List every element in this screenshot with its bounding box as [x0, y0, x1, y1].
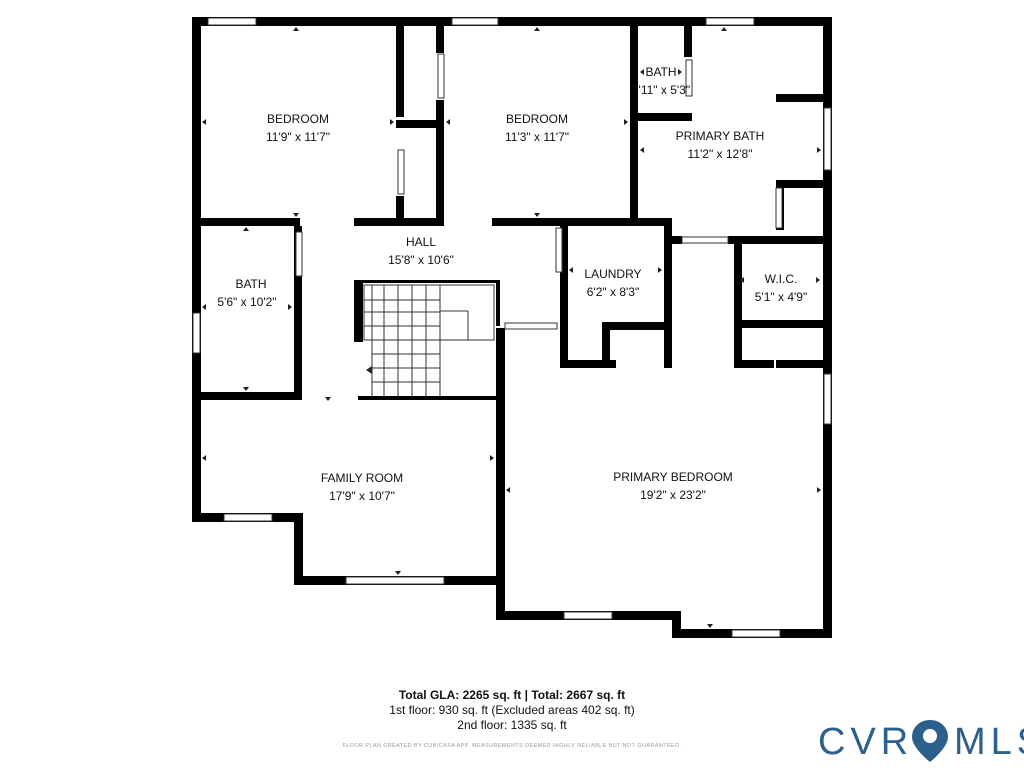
- logo-text-left: CVR: [818, 721, 913, 763]
- room-name: FAMILY ROOM: [321, 471, 403, 485]
- room-primary-bath: PRIMARY BATH 11'2" x 12'8": [676, 129, 765, 161]
- total-area: Total GLA: 2265 sq. ft | Total: 2667 sq.…: [398, 688, 626, 702]
- room-family-room: FAMILY ROOM 17'9" x 10'7": [321, 471, 403, 503]
- room-dims: 5'6" x 10'2": [217, 295, 276, 309]
- room-bath-small: BATH 7'11" x 5'3": [632, 65, 690, 97]
- room-bedroom-1: BEDROOM 11'9" x 11'7": [266, 112, 330, 144]
- room-dims: 17'9" x 10'7": [329, 489, 395, 503]
- room-dims: 7'11" x 5'3": [632, 83, 690, 97]
- room-name: HALL: [406, 235, 436, 249]
- room-name: BATH: [235, 277, 266, 291]
- room-dims: 15'8" x 10'6": [388, 253, 454, 267]
- room-dims: 5'1" x 4'9": [755, 290, 807, 304]
- room-dims: 6'2" x 8'3": [587, 285, 639, 299]
- area-summary: Total GLA: 2265 sq. ft | Total: 2667 sq.…: [0, 688, 1024, 733]
- cvrmls-logo: CVR MLS: [818, 714, 1024, 764]
- room-hall: HALL 15'8" x 10'6": [388, 235, 454, 267]
- room-name: LAUNDRY: [584, 267, 641, 281]
- room-name: PRIMARY BEDROOM: [613, 470, 733, 484]
- room-laundry: LAUNDRY 6'2" x 8'3": [584, 267, 641, 299]
- dimension-markers: [202, 27, 821, 628]
- room-name: W.I.C.: [765, 272, 798, 286]
- walls: [192, 17, 832, 638]
- room-wic: W.I.C. 5'1" x 4'9": [755, 272, 807, 304]
- room-bedroom-2: BEDROOM 11'3" x 11'7": [505, 112, 569, 144]
- map-pin-icon: [912, 720, 948, 762]
- room-name: BEDROOM: [267, 112, 329, 126]
- room-name: BEDROOM: [506, 112, 568, 126]
- room-name: PRIMARY BATH: [676, 129, 765, 143]
- room-dims: 11'3" x 11'7": [505, 130, 569, 144]
- credit-text: FLOOR PLAN CREATED BY CUBICASA APP. MEAS…: [342, 743, 682, 749]
- staircase: [363, 284, 495, 396]
- room-primary-bedroom: PRIMARY BEDROOM 19'2" x 23'2": [613, 470, 733, 502]
- floor-plan: BEDROOM 11'9" x 11'7" BEDROOM 11'3" x 11…: [192, 17, 832, 638]
- room-bath: BATH 5'6" x 10'2": [217, 277, 276, 309]
- first-floor-area: 1st floor: 930 sq. ft (Excluded areas 40…: [389, 703, 635, 717]
- second-floor-area: 2nd floor: 1335 sq. ft: [457, 718, 567, 732]
- room-dims: 11'2" x 12'8": [688, 147, 753, 161]
- room-dims: 19'2" x 23'2": [640, 488, 706, 502]
- room-dims: 11'9" x 11'7": [266, 130, 330, 144]
- logo-text-right: MLS: [954, 721, 1024, 763]
- windows: [192, 17, 832, 638]
- room-name: BATH: [645, 65, 676, 79]
